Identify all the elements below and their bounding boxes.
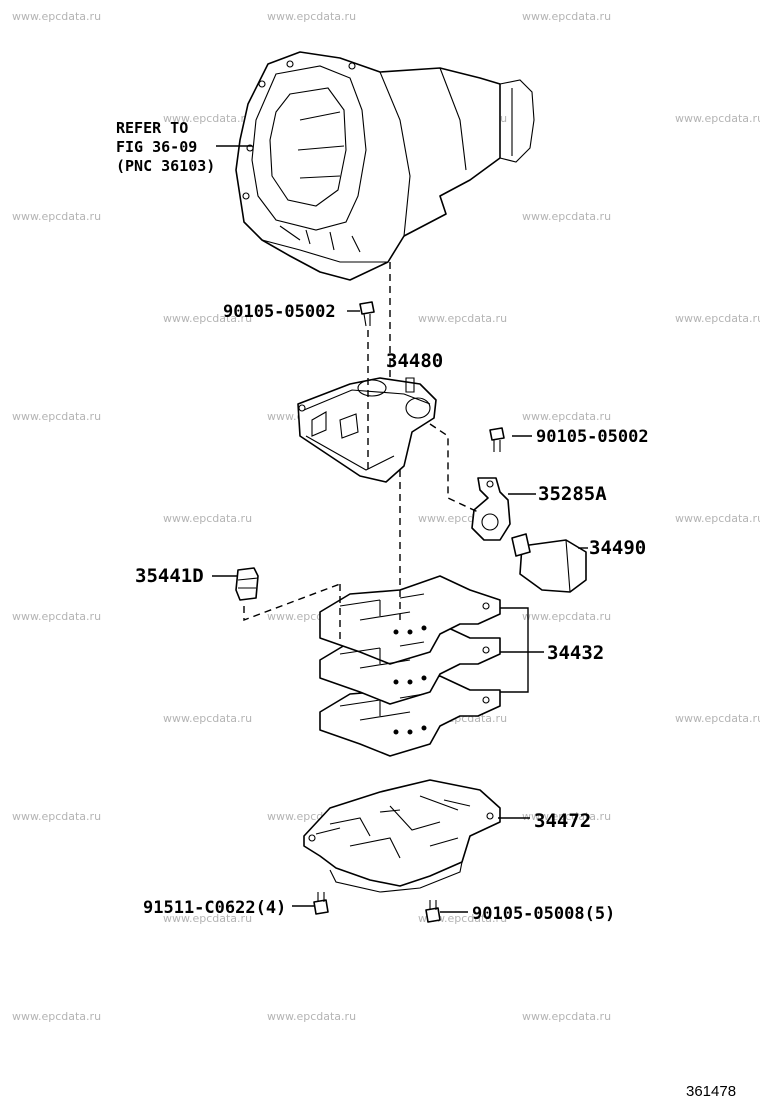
gasket-plates-drawing: [319, 575, 501, 757]
watermark: www.epcdata.ru: [163, 112, 252, 125]
refer-label-line3: (PNC 36103): [116, 157, 215, 175]
transmission-case-drawing: [235, 51, 535, 281]
bolt-right-drawing: [489, 427, 505, 452]
refer-label-line2: FIG 36-09: [116, 138, 197, 156]
watermark: www.epcdata.ru: [522, 210, 611, 223]
watermark: www.epcdata.ru: [163, 312, 252, 325]
label-solenoid: 34490: [589, 537, 646, 559]
watermark: www.epcdata.ru: [267, 10, 356, 23]
part-labels: REFER TO FIG 36-09 (PNC 36103) 90105-050…: [116, 119, 649, 924]
watermark: www.epcdata.ru: [675, 112, 760, 125]
bracket-drawing: [471, 477, 511, 541]
watermark: www.epcdata.ru: [522, 1010, 611, 1023]
watermark: www.epcdata.ru: [418, 912, 507, 925]
label-bolt-bottom-left: 91511-C0622(4): [143, 898, 286, 918]
solenoid-drawing: [511, 533, 587, 593]
watermark: www.epcdata.ru: [675, 312, 760, 325]
label-bolt-bottom-right: 90105-05008(5): [472, 904, 615, 924]
label-bolt-right: 90105-05002: [536, 427, 649, 447]
lower-valve-body-drawing: [303, 779, 501, 893]
watermark: www.epcdata.ru: [12, 10, 101, 23]
label-bracket: 35285A: [538, 483, 607, 505]
bolt-top-drawing: [359, 301, 375, 327]
upper-valve-body-drawing: [297, 377, 437, 483]
watermark: www.epcdata.ru: [163, 512, 252, 525]
bolt-bottom-left-drawing: [313, 892, 329, 915]
bolt-bottom-right-drawing: [425, 900, 441, 923]
assembly-lines: [243, 262, 479, 640]
label-gasket-plates: 34432: [547, 642, 604, 664]
refer-label-line1: REFER TO: [116, 119, 188, 137]
watermark: www.epcdata.ru: [12, 1010, 101, 1023]
watermark: www.epcdata.ru: [418, 312, 507, 325]
label-damper: 35441D: [135, 565, 204, 587]
watermark: www.epcdata.ru: [12, 210, 101, 223]
label-valve-body-upper: 34480: [386, 350, 443, 372]
damper-drawing: [235, 567, 259, 601]
watermark: www.epcdata.ru: [522, 610, 611, 623]
leader-lines: [212, 145, 588, 913]
watermark: www.epcdata.ru: [12, 410, 101, 423]
watermark: www.epcdata.ru: [522, 810, 611, 823]
watermark: www.epcdata.ru: [675, 712, 760, 725]
watermark: www.epcdata.ru: [522, 410, 611, 423]
watermark: www.epcdata.ru: [675, 512, 760, 525]
watermark: www.epcdata.ru: [522, 10, 611, 23]
label-valve-body-lower: 34472: [534, 810, 591, 832]
label-bolt-top: 90105-05002: [223, 302, 336, 322]
watermark: www.epcdata.ru: [12, 610, 101, 623]
figure-number: 361478: [686, 1083, 736, 1100]
watermark: www.epcdata.ru: [163, 912, 252, 925]
watermark: www.epcdata.ru: [163, 712, 252, 725]
watermark: www.epcdata.ru: [12, 810, 101, 823]
watermark: www.epcdata.ru: [267, 1010, 356, 1023]
